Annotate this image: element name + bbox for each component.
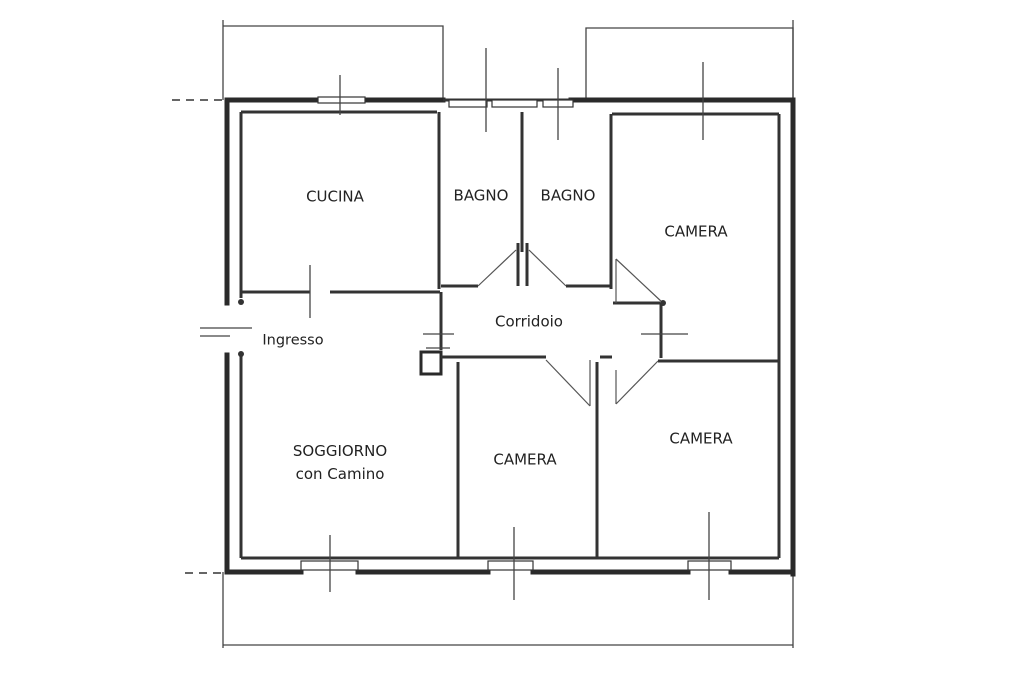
room-label-ingresso: Ingresso <box>262 332 324 349</box>
bottom-outline <box>222 572 794 648</box>
interior-walls <box>241 112 779 558</box>
door-swings <box>238 249 666 407</box>
room-label-bagno-1: BAGNO <box>453 186 509 205</box>
room-label-bagno-2: BAGNO <box>540 186 596 205</box>
room-label-soggiorno: SOGGIORNO con Camino <box>293 440 387 486</box>
room-label-cucina: CUCINA <box>306 187 364 206</box>
room-label-camera-s: CAMERA <box>493 450 557 469</box>
room-label-corridoio: Corridoio <box>495 312 563 331</box>
room-label-camera-se: CAMERA <box>669 429 733 448</box>
room-label-soggiorno-line1: SOGGIORNO <box>292 442 388 460</box>
room-label-soggiorno-line2: con Camino <box>295 465 385 483</box>
windows <box>200 48 732 600</box>
room-label-camera-ne: CAMERA <box>664 222 728 241</box>
top-outlines <box>222 20 794 100</box>
